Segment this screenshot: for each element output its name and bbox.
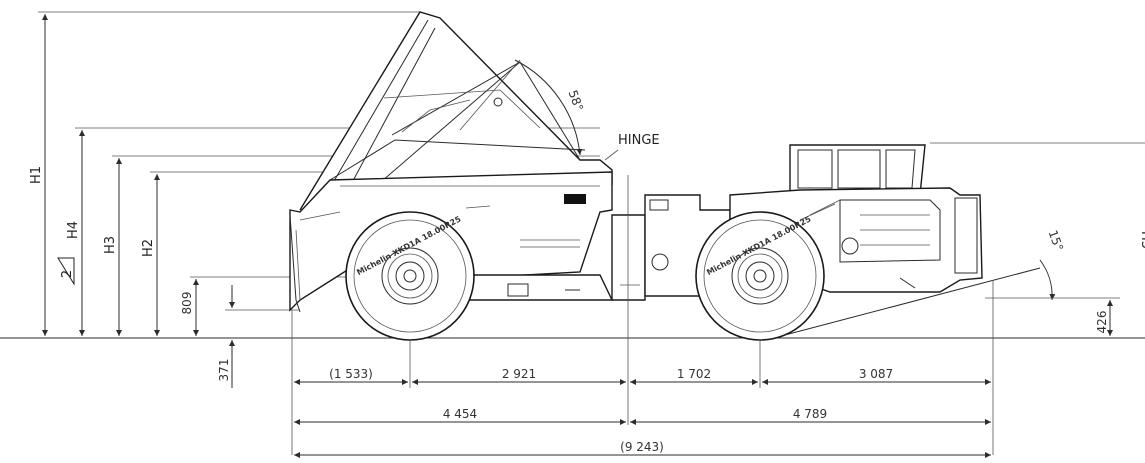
hinge-leader <box>604 149 619 161</box>
dim-row-1: (1 533) 2 921 1 702 3 087 <box>294 367 991 385</box>
triangle-marker: 2 <box>57 257 75 286</box>
dim-row-3: (9 243) <box>294 440 991 458</box>
triangle-marker-label: 2 <box>60 270 75 278</box>
logo-plate <box>564 194 586 204</box>
front-wheel: Michelin XKD1A 18.00R25 <box>695 211 825 341</box>
dim-809-label: 809 <box>180 292 194 315</box>
dim-809: 809 <box>180 279 199 336</box>
departure-angle: 15° <box>784 228 1066 336</box>
dim-426: 426 <box>985 297 1120 336</box>
h1-dimension: H1 <box>29 14 48 336</box>
hinge-label: HINGE <box>618 133 660 148</box>
dim-rear-overhang: (1 533) <box>329 367 373 381</box>
h3-dimension: H3 <box>103 158 122 336</box>
angle-58-label: 58° <box>566 88 586 113</box>
h5-label: H5 <box>1138 231 1145 249</box>
h4-label: H4 <box>66 221 81 239</box>
dim-371-label: 371 <box>217 359 231 382</box>
h3-label: H3 <box>103 236 118 254</box>
dim-rear-axle-to-hinge: 2 921 <box>502 367 536 381</box>
extension-lines <box>291 175 994 455</box>
h2-dimension: H2 <box>141 174 160 336</box>
dim-overall-length: (9 243) <box>620 440 664 454</box>
dim-front-overhang: 3 087 <box>859 367 893 381</box>
dim-row-2: 4 454 4 789 <box>294 407 991 425</box>
dim-hinge-to-front-axle: 1 702 <box>677 367 711 381</box>
dim-front-section: 4 789 <box>793 407 827 421</box>
dim-426-label: 426 <box>1095 311 1109 334</box>
rear-wheel: Michelin XKD1A 18.00R25 <box>345 211 475 341</box>
h1-label: H1 <box>29 166 44 184</box>
h2-label: H2 <box>141 239 156 257</box>
dump-angle: 58° <box>459 59 586 156</box>
h5-dimension: H5 <box>930 142 1145 249</box>
rear-chassis <box>469 274 614 301</box>
h4-dimension: H4 <box>66 130 85 336</box>
dim-rear-section: 4 454 <box>443 407 477 421</box>
angle-15-label: 15° <box>1046 228 1066 253</box>
dim-371: 371 <box>217 285 235 388</box>
